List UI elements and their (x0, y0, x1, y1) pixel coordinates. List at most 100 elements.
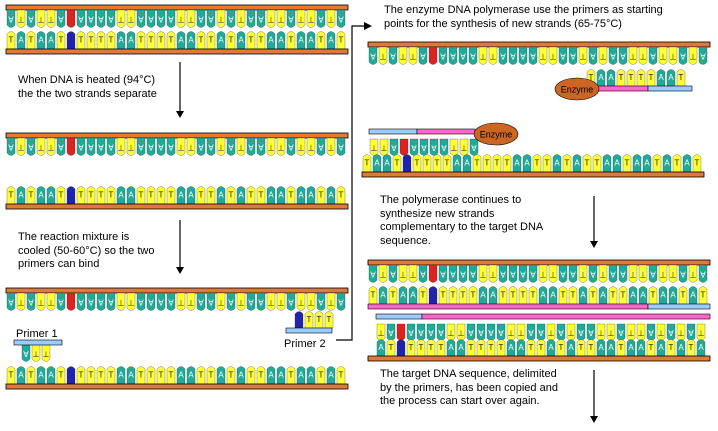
base-letter: T (259, 191, 264, 200)
base (106, 366, 116, 385)
base-letter: ∀ (208, 16, 214, 25)
base-letter: ∀ (158, 16, 164, 25)
base (76, 292, 86, 311)
connector-line (336, 25, 370, 341)
base-letter: ∀ (168, 299, 174, 308)
base (372, 154, 382, 173)
base-letter: ⊥ (328, 16, 335, 25)
base (96, 137, 106, 156)
backbone (5, 132, 349, 139)
base (246, 9, 256, 28)
base-letter: T (307, 315, 312, 324)
base-letter: ⊥ (490, 53, 497, 62)
base-letter: T (89, 191, 94, 200)
base-letter: ⊥ (188, 16, 195, 25)
base-letter: T (571, 291, 576, 300)
base (256, 137, 266, 156)
base-letter: A (238, 371, 244, 380)
base-letter: T (59, 36, 64, 45)
base (76, 366, 86, 385)
base (176, 137, 186, 156)
base-letter: ∀ (370, 271, 376, 280)
base (146, 9, 156, 28)
base (276, 9, 286, 28)
base (648, 46, 658, 65)
base (136, 9, 146, 28)
base (86, 31, 96, 50)
base (96, 186, 106, 205)
base (566, 339, 576, 357)
base-letter: A (178, 36, 184, 45)
extension-bottom-newstrand: ⊥⊥∀∀∀∀∀⊥⊥∀ (369, 138, 479, 156)
base (6, 186, 16, 205)
base-letter: ⊥ (128, 16, 135, 25)
base (176, 366, 186, 385)
primer2-label: Primer 2 (284, 338, 326, 350)
enzyme-label: Enzyme (480, 130, 513, 140)
arrow-cool (176, 220, 184, 274)
base-letter: ∀ (288, 16, 294, 25)
copy2-blue (375, 313, 423, 320)
base-letter: T (669, 343, 674, 352)
base (176, 9, 186, 28)
base-letter: ⊥ (298, 144, 305, 153)
base-letter: A (218, 191, 224, 200)
enzyme-body (473, 122, 519, 146)
base-letter: ∀ (411, 144, 417, 153)
base-letter: A (628, 343, 634, 352)
base (528, 264, 538, 283)
base (206, 292, 216, 311)
base (186, 137, 196, 156)
base-letter: ∀ (318, 299, 324, 308)
base (66, 137, 76, 156)
base-letter: ⊥ (178, 16, 185, 25)
base-letter: T (319, 36, 324, 45)
base (236, 31, 246, 50)
base (324, 311, 334, 329)
base (246, 292, 256, 311)
base (508, 264, 518, 283)
base (668, 264, 678, 283)
base (116, 292, 126, 311)
base (578, 46, 588, 65)
base (628, 286, 638, 305)
base-letter: T (391, 291, 396, 300)
base-letter: ∀ (23, 350, 29, 359)
base-letter: T (109, 371, 114, 380)
base (136, 366, 146, 385)
base (206, 31, 216, 50)
base-letter: T (139, 191, 144, 200)
base-letter: ⊥ (410, 271, 417, 280)
base (448, 264, 458, 283)
base (326, 292, 336, 311)
base (6, 31, 16, 50)
base (432, 154, 442, 173)
base (568, 46, 578, 65)
base (518, 286, 528, 305)
base-letter: ⊥ (278, 16, 285, 25)
base (26, 31, 36, 50)
base-letter: ⊥ (480, 53, 487, 62)
base-letter: T (561, 291, 566, 300)
base (146, 186, 156, 205)
base (46, 31, 56, 50)
base-letter: A (18, 191, 24, 200)
base-letter: ∀ (388, 329, 394, 338)
base (416, 339, 426, 357)
base-letter: A (608, 73, 614, 82)
base (314, 311, 324, 329)
base-letter: A (684, 159, 690, 168)
base-letter: ∀ (530, 271, 536, 280)
base (678, 46, 688, 65)
base (66, 292, 76, 311)
base (402, 154, 412, 173)
base-letter: T (505, 159, 510, 168)
base (662, 154, 672, 173)
base (296, 292, 306, 311)
base (412, 154, 422, 173)
base-letter: T (501, 291, 506, 300)
base-letter: ∀ (700, 271, 706, 280)
base-letter: ⊥ (380, 53, 387, 62)
base (226, 366, 236, 385)
base-letter: ∀ (470, 53, 476, 62)
